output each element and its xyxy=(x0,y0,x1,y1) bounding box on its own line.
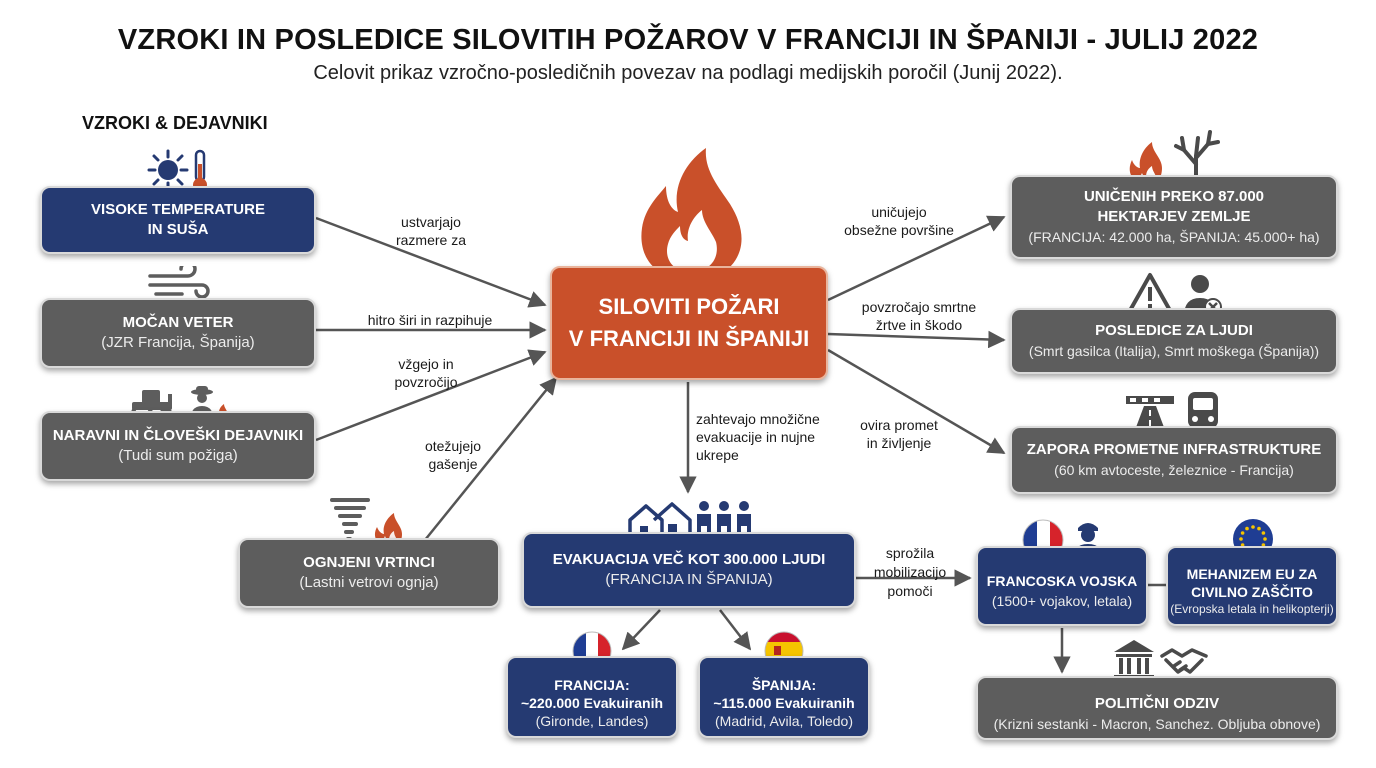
arrow-evacuation-to-france xyxy=(621,609,661,651)
evacuation-france-title-2: ~220.000 Evakuiranih xyxy=(520,695,664,711)
cause-factors-title: NARAVNI IN ČLOVEŠKI DEJAVNIKI xyxy=(52,427,304,444)
page-title: VZROKI IN POSLEDICE SILOVITIH POŽAROV V … xyxy=(117,24,1259,56)
army-box: FRANCOSKA VOJSKA (1500+ vojakov, letala) xyxy=(976,546,1148,626)
consequence-land-box: UNIČENIH PREKO 87.000 HEKTARJEV ZEMLJE (… xyxy=(1010,175,1338,259)
evacuation-box: EVAKUACIJA VEČ KOT 300.000 LJUDI (FRANCI… xyxy=(522,532,856,608)
causes-section-label: VZROKI & DEJAVNIKI xyxy=(82,113,268,133)
evacuation-spain-title-1: ŠPANIJA: xyxy=(751,677,817,693)
evacuation-france-subtitle: (Gironde, Landes) xyxy=(535,713,649,729)
arrow-whirls-to-fires xyxy=(424,376,558,541)
cause-factors-box: NARAVNI IN ČLOVEŠKI DEJAVNIKI (Tudi sum … xyxy=(40,411,316,481)
consequence-traffic-title: ZAPORA PROMETNE INFRASTRUKTURE xyxy=(1026,441,1322,458)
consequence-people-title: POSLEDICE ZA LJUDI xyxy=(1095,322,1253,339)
cause-temperature-box: VISOKE TEMPERATURE IN SUŠA xyxy=(40,186,316,254)
flame-icon xyxy=(641,148,742,280)
tornado-fire-icon xyxy=(330,498,402,546)
link-label-mobilization: sprožila mobilizacijo pomoči xyxy=(873,545,947,599)
arrow-fires-to-people xyxy=(827,330,1006,349)
arrow-evacuation-to-spain xyxy=(719,609,752,651)
link-label-whirls: otežujejo gašenje xyxy=(424,438,482,472)
army-subtitle: (1500+ vojakov, letala) xyxy=(991,593,1133,609)
link-label-temperature: ustvarjajo razmere za xyxy=(395,214,467,248)
cause-temperature-title-2: IN SUŠA xyxy=(147,221,209,238)
cause-factors-subtitle: (Tudi sum požiga) xyxy=(118,447,238,464)
cause-wind-box: MOČAN VETER (JZR Francija, Španija) xyxy=(40,298,316,368)
link-label-land: uničujejo obsežne površine xyxy=(844,204,954,238)
arrow-fires-to-traffic xyxy=(827,348,1006,455)
evacuation-title: EVAKUACIJA VEČ KOT 300.000 LJUDI xyxy=(552,551,826,568)
link-label-wind: hitro širi in razpihuje xyxy=(367,312,493,328)
central-fires-title-2: V FRANCIJI IN ŠPANIJI xyxy=(568,326,810,351)
cause-wind-subtitle: (JZR Francija, Španija) xyxy=(101,334,255,351)
political-response-box: POLITIČNI ODZIV (Krizni sestanki - Macro… xyxy=(976,676,1338,740)
central-fires-box: SILOVITI POŽARI V FRANCIJI IN ŠPANIJI xyxy=(550,266,828,380)
central-fires-title-1: SILOVITI POŽARI xyxy=(598,294,780,319)
evacuation-spain-box: ŠPANIJA: ~115.000 Evakuiranih (Madrid, A… xyxy=(698,656,870,738)
consequence-traffic-box: ZAPORA PROMETNE INFRASTRUKTURE (60 km av… xyxy=(1010,426,1338,494)
eu-subtitle: (Evropska letala in helikopterji) xyxy=(1170,602,1334,616)
arrow-temperature-to-fires xyxy=(315,216,547,308)
political-subtitle: (Krizni sestanki - Macron, Sanchez. Oblj… xyxy=(993,716,1321,732)
evacuation-spain-subtitle: (Madrid, Avila, Toledo) xyxy=(715,713,853,729)
consequence-land-title-2: HEKTARJEV ZEMLJE xyxy=(1097,208,1251,225)
cause-wind-title: MOČAN VETER xyxy=(122,314,234,331)
eu-mechanism-box: MEHANIZEM EU ZA CIVILNO ZAŠČITO (Evropsk… xyxy=(1166,546,1338,626)
army-title: FRANCOSKA VOJSKA xyxy=(986,573,1138,589)
arrow-fires-to-land xyxy=(827,215,1006,302)
cause-whirls-title: OGNJENI VRTINCI xyxy=(303,554,435,571)
evacuation-spain-title-2: ~115.000 Evakuiranih xyxy=(713,695,855,711)
wind-icon xyxy=(148,266,210,299)
cause-whirls-box: OGNJENI VRTINCI (Lastni vetrovi ognja) xyxy=(238,538,500,608)
link-label-traffic: ovira promet in življenje xyxy=(860,417,938,451)
evacuation-france-title-1: FRANCIJA: xyxy=(554,677,630,693)
evacuation-france-box: FRANCIJA: ~220.000 Evakuiranih (Gironde,… xyxy=(506,656,678,738)
link-label-factors: vžgejo in povzročijo xyxy=(394,356,458,390)
consequence-land-title-1: UNIČENIH PREKO 87.000 xyxy=(1083,188,1265,205)
consequence-traffic-subtitle: (60 km avtoceste, železnice - Francija) xyxy=(1054,462,1294,478)
evacuation-subtitle: (FRANCIJA IN ŠPANIJA) xyxy=(605,571,773,588)
eu-title-1: MEHANIZEM EU ZA xyxy=(1186,566,1318,582)
consequence-land-subtitle: (FRANCIJA: 42.000 ha, ŠPANIJA: 45.000+ h… xyxy=(1028,229,1320,245)
eu-title-2: CIVILNO ZAŠČITO xyxy=(1191,584,1313,600)
political-title: POLITIČNI ODZIV xyxy=(1094,695,1220,712)
sun-thermometer-icon xyxy=(147,149,207,192)
arrow-factors-to-fires xyxy=(315,349,547,442)
cause-whirls-subtitle: (Lastni vetrovi ognja) xyxy=(299,574,439,591)
link-label-people: povzročajo smrtne žrtve in škodo xyxy=(861,299,977,333)
consequence-people-box: POSLEDICE ZA LJUDI (Smrt gasilca (Italij… xyxy=(1010,308,1338,374)
consequence-people-subtitle: (Smrt gasilca (Italija), Smrt moškega (Š… xyxy=(1028,343,1320,359)
link-label-evacuation: zahtevajo množične evakuacije in nujne u… xyxy=(696,411,820,463)
page-subtitle: Celovit prikaz vzročno-posledičnih povez… xyxy=(313,62,1063,84)
cause-temperature-title-1: VISOKE TEMPERATURE xyxy=(91,201,265,218)
government-handshake-icon xyxy=(1114,640,1208,680)
